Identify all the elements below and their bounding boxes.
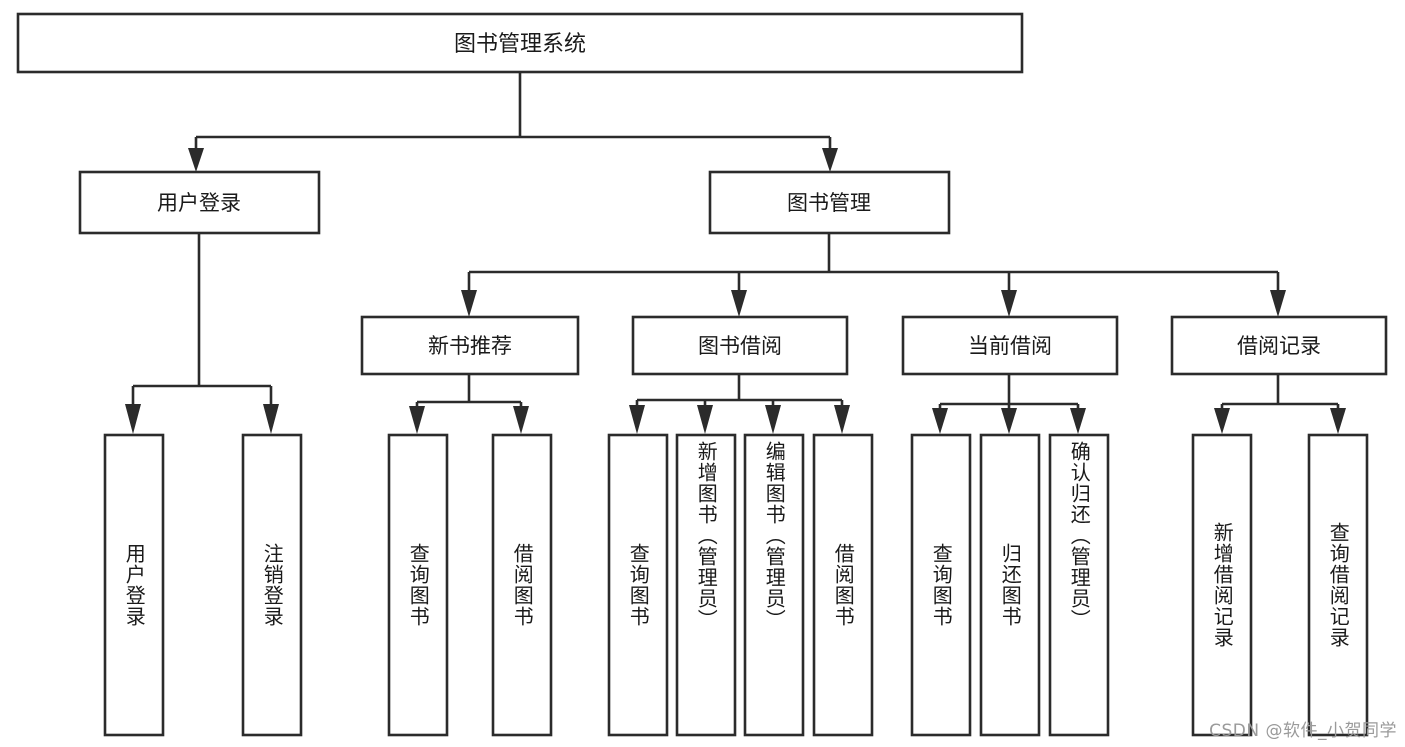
node-book-borrow-box[interactable] bbox=[631, 315, 849, 376]
arrow-leaf-borrowrecord-2 bbox=[1330, 408, 1346, 434]
arrow-leaf-user-login-1 bbox=[125, 404, 141, 434]
node-leaf-bookborrow-query-box[interactable] bbox=[607, 433, 669, 737]
arrow-leaf-user-login-2 bbox=[263, 404, 279, 434]
node-leaf-logout-box[interactable] bbox=[241, 433, 303, 737]
node-leaf-currentborrow-return-box[interactable] bbox=[979, 433, 1041, 737]
node-user-login-label: 用户登录 bbox=[157, 191, 241, 215]
node-leaf-borrowrecord-query-box[interactable] bbox=[1307, 433, 1369, 737]
node-leaf-currentborrow-query-box[interactable] bbox=[910, 433, 972, 737]
node-root-box[interactable] bbox=[16, 12, 1024, 74]
node-book-borrow-label: 图书借阅 bbox=[698, 334, 782, 358]
node-leaf-bookborrow-borrow-box[interactable] bbox=[812, 433, 874, 737]
node-borrow-record-label: 借阅记录 bbox=[1237, 334, 1321, 358]
arrow-leaf-currentborrow-2 bbox=[1001, 408, 1017, 434]
arrow-leaf-currentborrow-3 bbox=[1070, 408, 1086, 434]
arrow-leaf-bookborrow-1 bbox=[629, 405, 645, 434]
node-borrow-record-box[interactable] bbox=[1170, 315, 1388, 376]
watermark-text: CSDN @软件_小贺同学 bbox=[1209, 721, 1397, 741]
node-user-login-box[interactable] bbox=[78, 170, 321, 235]
node-new-book-label: 新书推荐 bbox=[428, 334, 512, 358]
node-current-borrow-box[interactable] bbox=[901, 315, 1119, 376]
arrow-leaf-currentborrow-1 bbox=[932, 408, 948, 434]
arrow-to-new-book bbox=[461, 290, 477, 317]
arrow-to-book-borrow bbox=[731, 290, 747, 317]
arrow-to-book-mgmt bbox=[822, 148, 838, 172]
nodes-layer: 图书管理系统 用户登录 图书管理 新书推荐 图书借阅 当前借阅 借阅记录 bbox=[16, 12, 1388, 737]
arrow-leaf-newbook-1 bbox=[409, 406, 425, 434]
arrow-leaf-bookborrow-4 bbox=[834, 405, 850, 434]
node-leaf-bookborrow-add-box[interactable] bbox=[675, 433, 737, 737]
node-book-management-label: 图书管理 bbox=[787, 191, 871, 215]
arrow-to-borrow-record bbox=[1270, 290, 1286, 317]
arrow-to-current-borrow bbox=[1001, 290, 1017, 317]
node-leaf-borrowrecord-add-box[interactable] bbox=[1191, 433, 1253, 737]
arrow-to-user-login bbox=[188, 148, 204, 172]
arrow-leaf-borrowrecord-1 bbox=[1214, 408, 1230, 434]
edges-layer bbox=[125, 72, 1346, 434]
arrow-leaf-bookborrow-3 bbox=[765, 405, 781, 434]
node-root-label: 图书管理系统 bbox=[454, 32, 586, 57]
node-leaf-newbook-query-box[interactable] bbox=[387, 433, 449, 737]
node-leaf-user-login-box[interactable] bbox=[103, 433, 165, 737]
node-current-borrow-label: 当前借阅 bbox=[968, 334, 1052, 358]
arrow-leaf-newbook-2 bbox=[513, 406, 529, 434]
node-leaf-bookborrow-edit-box[interactable] bbox=[743, 433, 805, 737]
node-new-book-box[interactable] bbox=[360, 315, 580, 376]
node-leaf-currentborrow-confirm-box[interactable] bbox=[1048, 433, 1110, 737]
node-leaf-newbook-borrow-box[interactable] bbox=[491, 433, 553, 737]
arrow-leaf-bookborrow-2 bbox=[697, 405, 713, 434]
node-book-management-box[interactable] bbox=[708, 170, 951, 235]
